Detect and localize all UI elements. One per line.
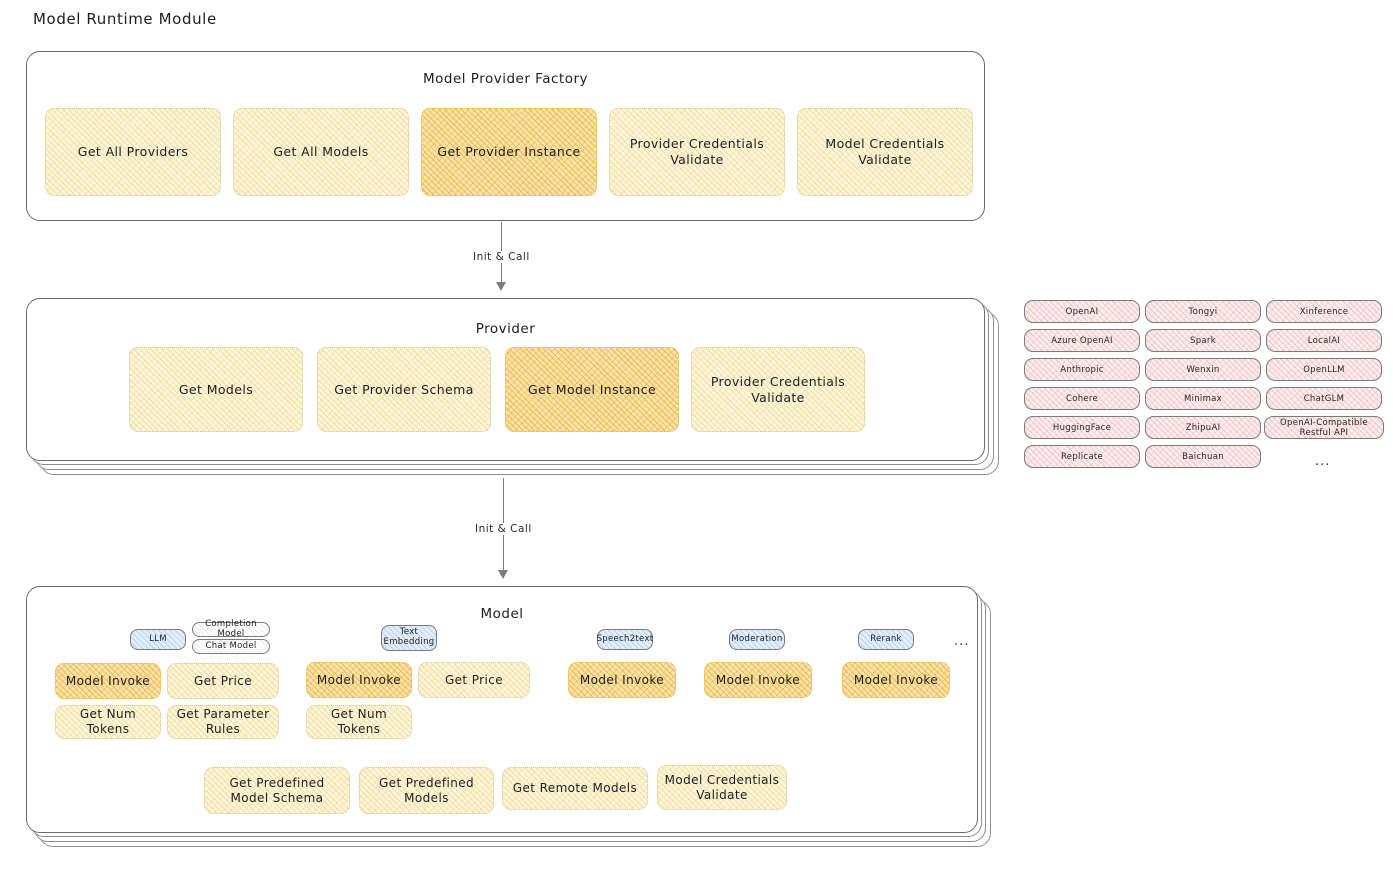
badge-llm[interactable]: LLM bbox=[130, 629, 186, 650]
node-model-credentials-validate[interactable]: Model Credentials Validate bbox=[797, 108, 973, 196]
arrow-1-head bbox=[496, 282, 506, 291]
provider-title: Provider bbox=[475, 321, 536, 337]
provider-chip-list: OpenAI Azure OpenAI Anthropic Cohere Hug… bbox=[1024, 300, 1384, 480]
chip-azure-openai[interactable]: Azure OpenAI bbox=[1024, 329, 1140, 352]
node-get-model-instance[interactable]: Get Model Instance bbox=[505, 347, 679, 432]
chip-openai[interactable]: OpenAI bbox=[1024, 300, 1140, 323]
chip-anthropic[interactable]: Anthropic bbox=[1024, 358, 1140, 381]
node-text-embedding-get-price[interactable]: Get Price bbox=[418, 662, 530, 698]
node-text-embedding-get-num-tokens[interactable]: Get Num Tokens bbox=[306, 705, 412, 739]
badge-moderation[interactable]: Moderation bbox=[729, 629, 785, 650]
provider-card: Provider Get Models Get Provider Schema … bbox=[26, 298, 985, 461]
badge-speech2text[interactable]: Speech2text bbox=[597, 629, 653, 650]
chip-wenxin[interactable]: Wenxin bbox=[1145, 358, 1261, 381]
model-provider-factory-title: Model Provider Factory bbox=[422, 71, 588, 87]
badge-llm-chat-model[interactable]: Chat Model bbox=[192, 639, 270, 654]
node-get-predefined-models[interactable]: Get Predefined Models bbox=[359, 767, 494, 814]
node-speech2text-model-invoke[interactable]: Model Invoke bbox=[568, 662, 676, 698]
node-get-all-providers[interactable]: Get All Providers bbox=[45, 108, 221, 196]
chip-cohere[interactable]: Cohere bbox=[1024, 387, 1140, 410]
node-get-all-models[interactable]: Get All Models bbox=[233, 108, 409, 196]
node-get-provider-schema[interactable]: Get Provider Schema bbox=[317, 347, 491, 432]
node-model-credentials-validate-2[interactable]: Model Credentials Validate bbox=[657, 765, 787, 810]
chip-tongyi[interactable]: Tongyi bbox=[1145, 300, 1261, 323]
node-llm-get-price[interactable]: Get Price bbox=[167, 663, 279, 699]
arrow-2-head bbox=[498, 570, 508, 579]
provider-list-ellipsis: ... bbox=[1315, 454, 1331, 469]
badge-rerank[interactable]: Rerank bbox=[858, 629, 914, 650]
node-provider-credentials-validate[interactable]: Provider Credentials Validate bbox=[609, 108, 785, 196]
arrow-2-label: Init & Call bbox=[471, 523, 536, 535]
chip-huggingface[interactable]: HuggingFace bbox=[1024, 416, 1140, 439]
node-get-provider-instance[interactable]: Get Provider Instance bbox=[421, 108, 597, 196]
chip-chatglm[interactable]: ChatGLM bbox=[1266, 387, 1382, 410]
chip-minimax[interactable]: Minimax bbox=[1145, 387, 1261, 410]
page-title: Model Runtime Module bbox=[33, 10, 217, 28]
chip-openllm[interactable]: OpenLLM bbox=[1266, 358, 1382, 381]
model-title: Model bbox=[480, 606, 524, 622]
model-groups-ellipsis: ... bbox=[954, 634, 970, 649]
node-get-predefined-model-schema[interactable]: Get Predefined Model Schema bbox=[204, 767, 350, 814]
chip-xinference[interactable]: Xinference bbox=[1266, 300, 1382, 323]
node-moderation-model-invoke[interactable]: Model Invoke bbox=[704, 662, 812, 698]
chip-localai[interactable]: LocalAI bbox=[1266, 329, 1382, 352]
arrow-1-label: Init & Call bbox=[469, 251, 534, 263]
badge-text-embedding[interactable]: Text Embedding bbox=[381, 625, 437, 651]
chip-baichuan[interactable]: Baichuan bbox=[1145, 445, 1261, 468]
node-llm-get-num-tokens[interactable]: Get Num Tokens bbox=[55, 705, 161, 739]
node-get-models[interactable]: Get Models bbox=[129, 347, 303, 432]
node-provider-credentials-validate-2[interactable]: Provider Credentials Validate bbox=[691, 347, 865, 432]
node-text-embedding-model-invoke[interactable]: Model Invoke bbox=[306, 662, 412, 698]
chip-replicate[interactable]: Replicate bbox=[1024, 445, 1140, 468]
badge-llm-completion-model[interactable]: Completion Model bbox=[192, 619, 270, 638]
chip-openai-compatible-restful-api[interactable]: OpenAI-Compatible Restful API bbox=[1264, 416, 1384, 439]
chip-spark[interactable]: Spark bbox=[1145, 329, 1261, 352]
chip-zhipuai[interactable]: ZhipuAI bbox=[1145, 416, 1261, 439]
model-provider-factory-card: Model Provider Factory Get All Providers… bbox=[26, 51, 985, 221]
node-llm-model-invoke[interactable]: Model Invoke bbox=[55, 663, 161, 699]
node-get-remote-models[interactable]: Get Remote Models bbox=[502, 767, 648, 810]
node-rerank-model-invoke[interactable]: Model Invoke bbox=[842, 662, 950, 698]
model-card: Model LLM Completion Model Chat Model Mo… bbox=[26, 586, 978, 833]
node-llm-get-parameter-rules[interactable]: Get Parameter Rules bbox=[167, 705, 279, 739]
